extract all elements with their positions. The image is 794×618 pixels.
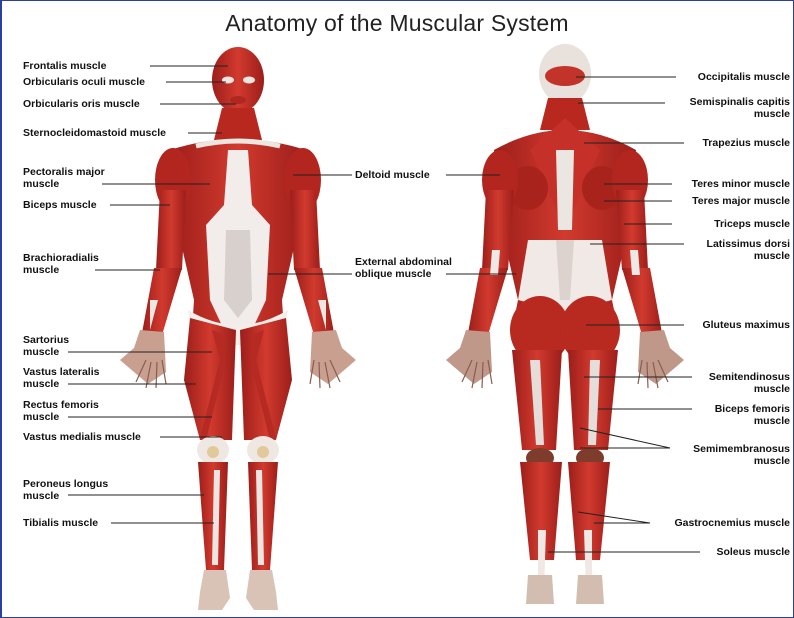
label-triceps: Triceps muscle (714, 218, 790, 230)
back-figure (446, 44, 684, 604)
label-rectus-femoris-line2: muscle (23, 411, 99, 423)
label-pectoralis-line2: muscle (23, 178, 105, 190)
label-biceps: Biceps muscle (23, 199, 97, 211)
label-peroneus-line1: Peroneus longus (23, 478, 108, 490)
label-semitendinosus-line2: muscle (709, 383, 790, 395)
label-teres-major: Teres major muscle (692, 195, 790, 207)
label-brachioradialis-line2: muscle (23, 264, 99, 276)
label-trapezius: Trapezius muscle (702, 137, 790, 149)
label-tibialis: Tibialis muscle (23, 517, 98, 529)
label-semimembranosus-line1: Semimembranosus (693, 443, 790, 455)
label-semimembranosus: Semimembranosus muscle (693, 443, 790, 467)
label-occipitalis: Occipitalis muscle (698, 71, 790, 83)
label-teres-minor: Teres minor muscle (692, 178, 790, 190)
label-deltoid: Deltoid muscle (355, 169, 430, 181)
label-semispinalis-capitis: Semispinalis capitis muscle (690, 96, 790, 120)
label-vastus-lateralis: Vastus lateralis muscle (23, 366, 99, 390)
label-frontalis: Frontalis muscle (23, 60, 106, 72)
label-semitendinosus: Semitendinosus muscle (709, 371, 790, 395)
label-latissimus-line2: muscle (707, 250, 790, 262)
label-soleus: Soleus muscle (716, 546, 790, 558)
label-sternocleidomastoid: Sternocleidomastoid muscle (23, 127, 166, 139)
label-sartorius-line1: Sartorius (23, 334, 69, 346)
label-orbicularis-oris: Orbicularis oris muscle (23, 98, 140, 110)
label-brachioradialis-line1: Brachioradialis (23, 252, 99, 264)
label-rectus-femoris: Rectus femoris muscle (23, 399, 99, 423)
label-sartorius-line2: muscle (23, 346, 69, 358)
label-latissimus-dorsi: Latissimus dorsi muscle (707, 238, 790, 262)
label-pectoralis-major: Pectoralis major muscle (23, 166, 105, 190)
label-sartorius: Sartorius muscle (23, 334, 69, 358)
label-gastrocnemius: Gastrocnemius muscle (674, 517, 790, 529)
label-rectus-femoris-line1: Rectus femoris (23, 399, 99, 411)
label-orbicularis-oculi: Orbicularis oculi muscle (23, 76, 145, 88)
label-brachioradialis: Brachioradialis muscle (23, 252, 99, 276)
label-vastus-lateralis-line2: muscle (23, 378, 99, 390)
label-peroneus-longus: Peroneus longus muscle (23, 478, 108, 502)
label-external-oblique-line1: External abdominal (355, 256, 452, 268)
label-external-oblique: External abdominal oblique muscle (355, 256, 452, 280)
label-semimembranosus-line2: muscle (693, 455, 790, 467)
label-peroneus-line2: muscle (23, 490, 108, 502)
label-gluteus-maximus: Gluteus maximus (702, 319, 790, 331)
label-semispinalis-line1: Semispinalis capitis (690, 96, 790, 108)
label-semitendinosus-line1: Semitendinosus (709, 371, 790, 383)
label-vastus-medialis: Vastus medialis muscle (23, 431, 141, 443)
label-biceps-femoris-line2: muscle (715, 415, 790, 427)
label-vastus-lateralis-line1: Vastus lateralis (23, 366, 99, 378)
label-external-oblique-line2: oblique muscle (355, 268, 452, 280)
label-semispinalis-line2: muscle (690, 108, 790, 120)
label-pectoralis-line1: Pectoralis major (23, 166, 105, 178)
label-latissimus-line1: Latissimus dorsi (707, 238, 790, 250)
label-biceps-femoris-line1: Biceps femoris (715, 403, 790, 415)
label-biceps-femoris: Biceps femoris muscle (715, 403, 790, 427)
